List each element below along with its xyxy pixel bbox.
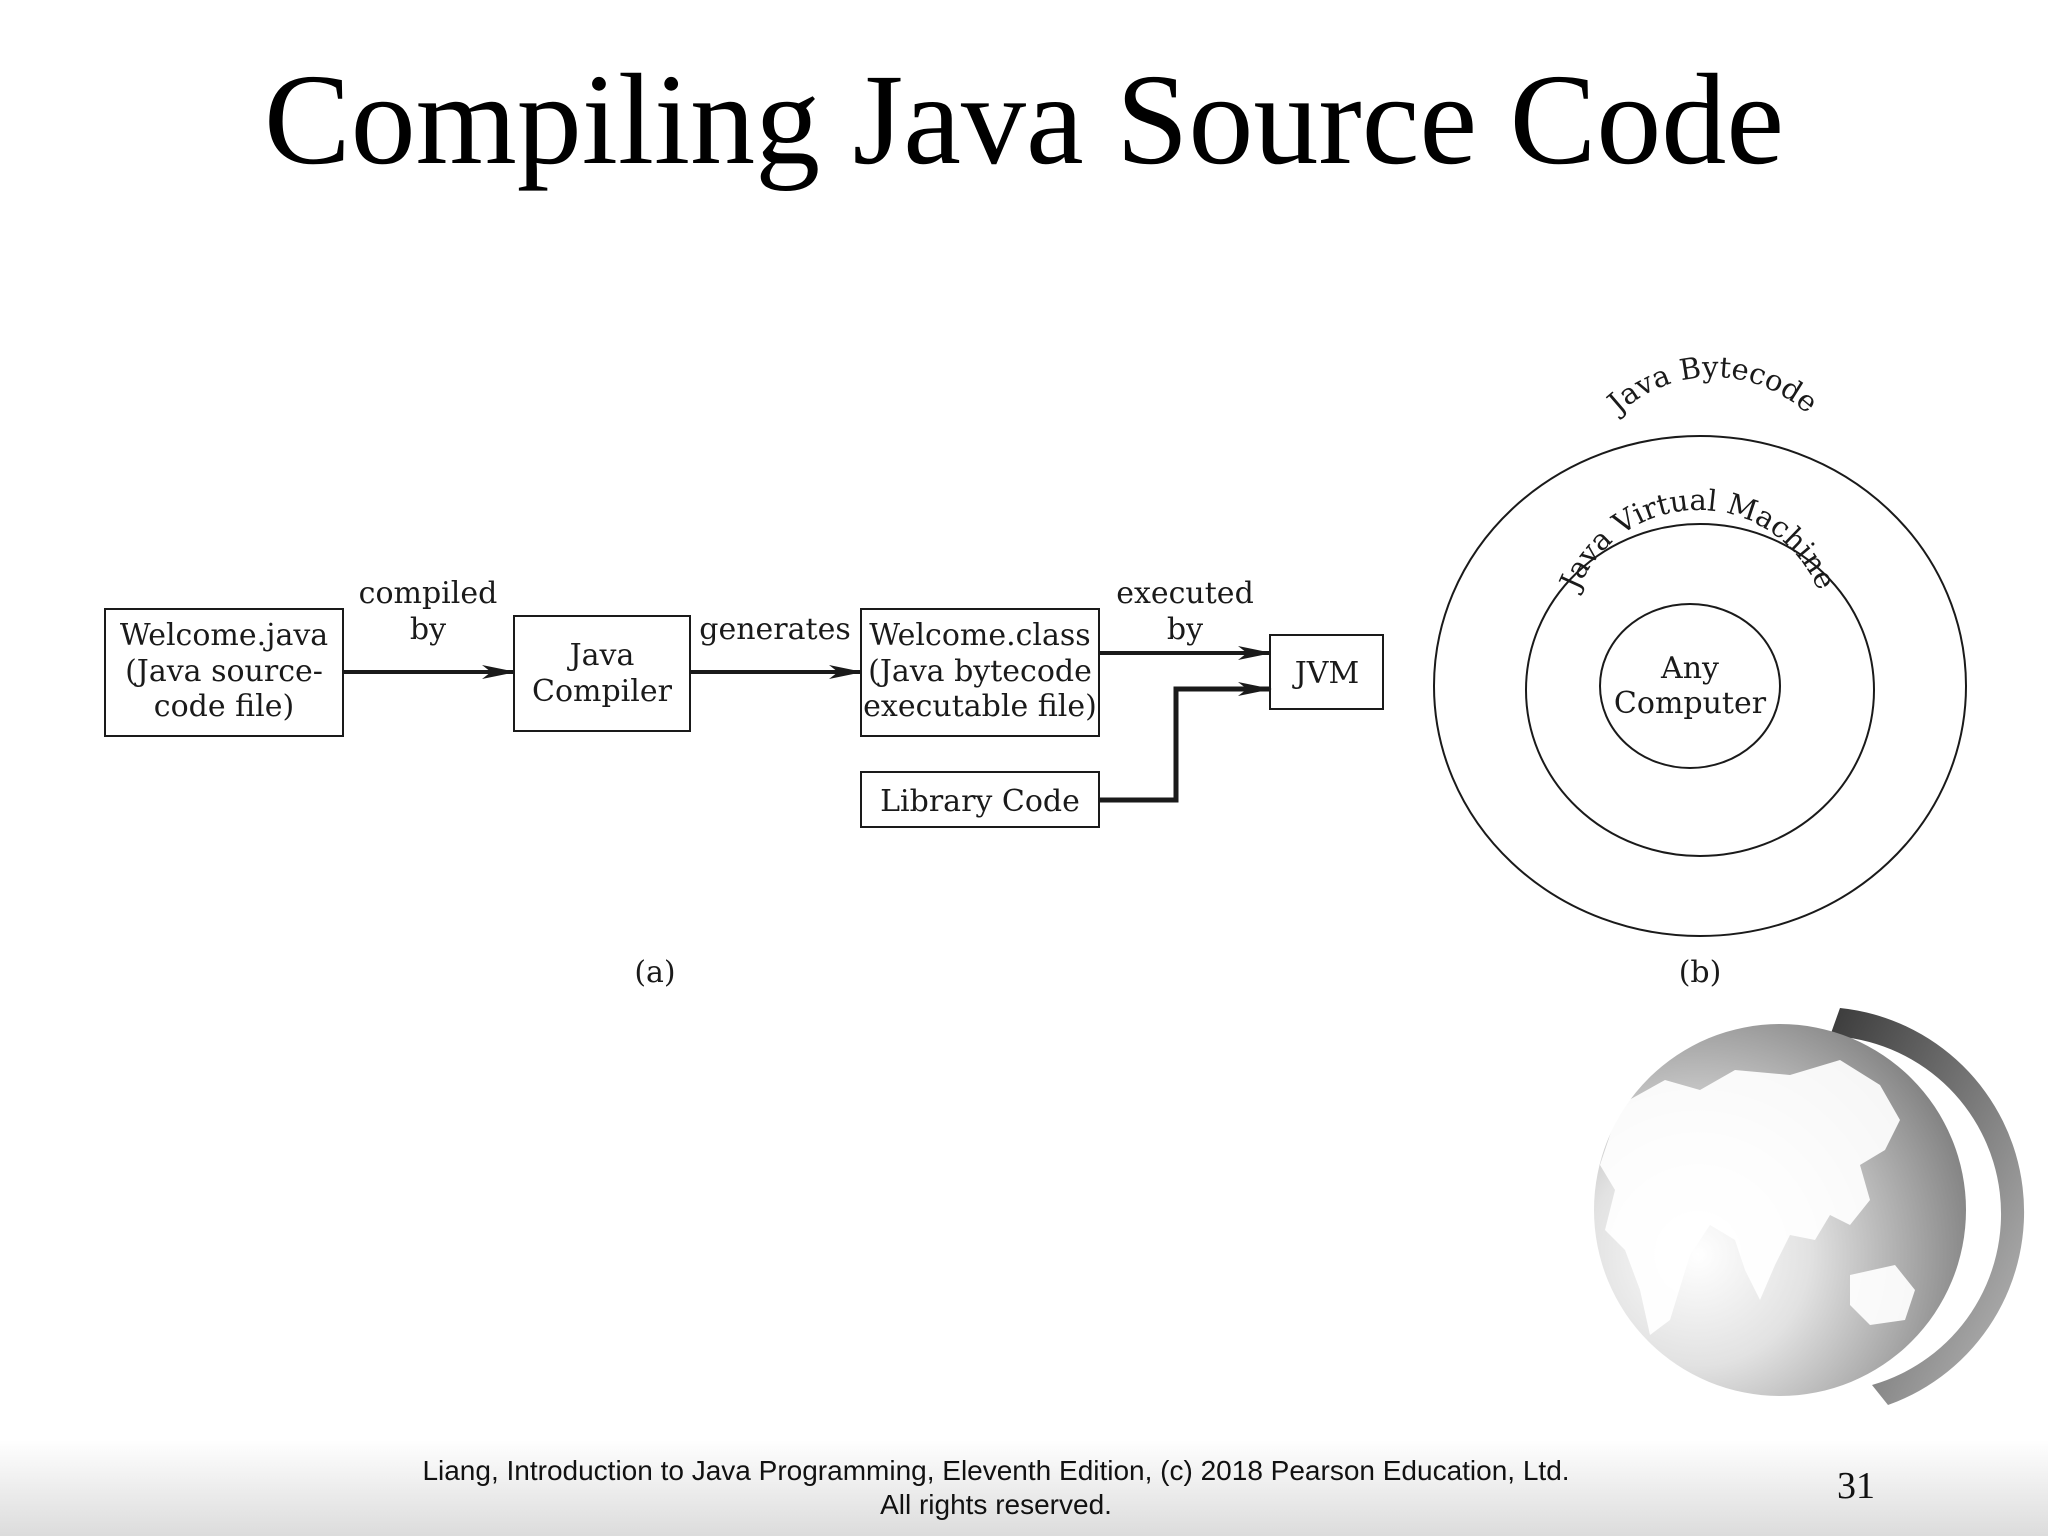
ring-any-computer — [1599, 603, 1781, 769]
compiler-line-1: Java — [567, 638, 635, 673]
class-file-box — [860, 608, 1100, 737]
inner-line-1: Any — [1660, 651, 1719, 686]
diagram-a: Welcome.java (Java source- code file) co… — [104, 576, 1384, 990]
globe-outer-arc — [1830, 1008, 2025, 1405]
footer-line-1: Liang, Introduction to Java Programming,… — [422, 1455, 1570, 1486]
class-file-line-1: Welcome.class — [869, 618, 1090, 653]
slide-title: Compiling Java Source Code — [263, 48, 1785, 192]
ring-label-bytecode: Java Bytecode — [1599, 350, 1825, 422]
page-number: 31 — [1837, 1465, 1875, 1507]
label-generates: generates — [699, 612, 850, 647]
footer-credit: Liang, Introduction to Java Programming,… — [316, 1454, 1676, 1522]
jvm-box — [1269, 634, 1384, 710]
jvm-label: JVM — [1292, 656, 1359, 691]
label-compiled-by: by — [410, 612, 446, 647]
footer-line-2: All rights reserved. — [880, 1489, 1112, 1520]
library-code-label: Library Code — [880, 784, 1080, 819]
class-file-line-3: executable file) — [863, 689, 1097, 724]
inner-line-2: Computer — [1614, 686, 1767, 721]
ring-java-bytecode — [1433, 435, 1967, 937]
diagram-b: Java Bytecode Java Virtual Machine Any C… — [1433, 350, 1967, 990]
globe-logo — [1594, 1008, 2025, 1485]
label-executed: executed — [1116, 576, 1254, 611]
globe-landmass — [1600, 1060, 1900, 1335]
compiler-box — [513, 615, 691, 732]
source-file-box — [104, 608, 344, 737]
source-file-line-2: (Java source- — [125, 654, 323, 689]
label-compiled: compiled — [359, 576, 498, 611]
source-file-line-3: code file) — [154, 689, 294, 724]
ring-label-jvm: Java Virtual Machine — [1551, 483, 1843, 597]
label-executed-by: by — [1167, 612, 1203, 647]
class-file-line-2: (Java bytecode — [868, 654, 1092, 689]
library-code-box — [860, 771, 1100, 828]
globe-australia — [1850, 1265, 1915, 1325]
caption-a: (a) — [634, 955, 675, 990]
footer-band — [0, 1440, 2048, 1536]
ring-java-virtual-machine — [1525, 523, 1875, 857]
arrow-library-to-jvm — [1099, 682, 1272, 803]
compiler-line-2: Compiler — [532, 674, 673, 709]
source-file-line-1: Welcome.java — [120, 618, 328, 653]
caption-b: (b) — [1679, 955, 1722, 990]
